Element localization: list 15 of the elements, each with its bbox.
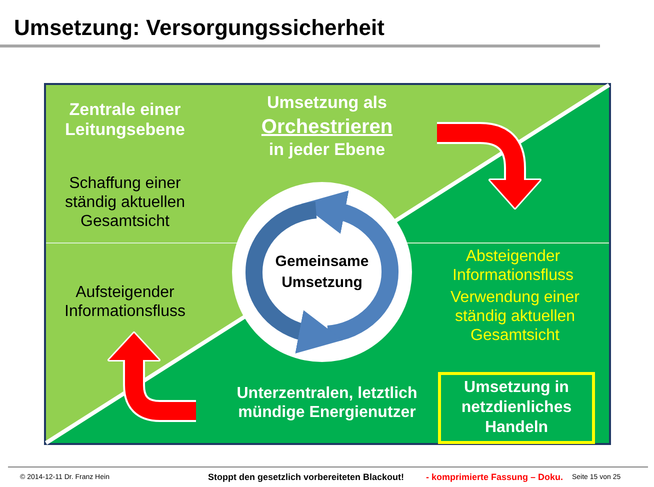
footer-text: - komprimierte Fassung – Doku. — [426, 472, 564, 483]
panel-text: Umsetzung als — [266, 93, 388, 114]
panel-text: in jeder Ebene — [268, 140, 386, 160]
panel-text: Zentrale einer Leitungsebene — [64, 100, 186, 141]
panel-text: Absteigender Informationsfluss — [452, 247, 574, 286]
panel-text: Unterzentralen, letztlich mündige Energienutzer — [236, 384, 418, 422]
title: Umsetzung: Versorgungssicherheit — [14, 15, 384, 41]
panel-text: Aufsteigender Informationsfluss — [64, 283, 186, 322]
cycle-label: Gemeinsame Umsetzung — [274, 252, 370, 293]
panel-text: Orchestrieren — [260, 115, 394, 139]
panel-text: Verwendung einer ständig aktuellen Gesamtsicht — [450, 288, 580, 346]
box-label: Umsetzung in netzdienliches Handeln — [460, 378, 573, 438]
footer-text: Stoppt den gesetzlich vorbereiteten Blackout! — [208, 472, 404, 483]
highlight-box — [438, 372, 595, 444]
panel-text: Schaffung einer ständig aktuellen Gesamtsicht — [64, 174, 186, 232]
